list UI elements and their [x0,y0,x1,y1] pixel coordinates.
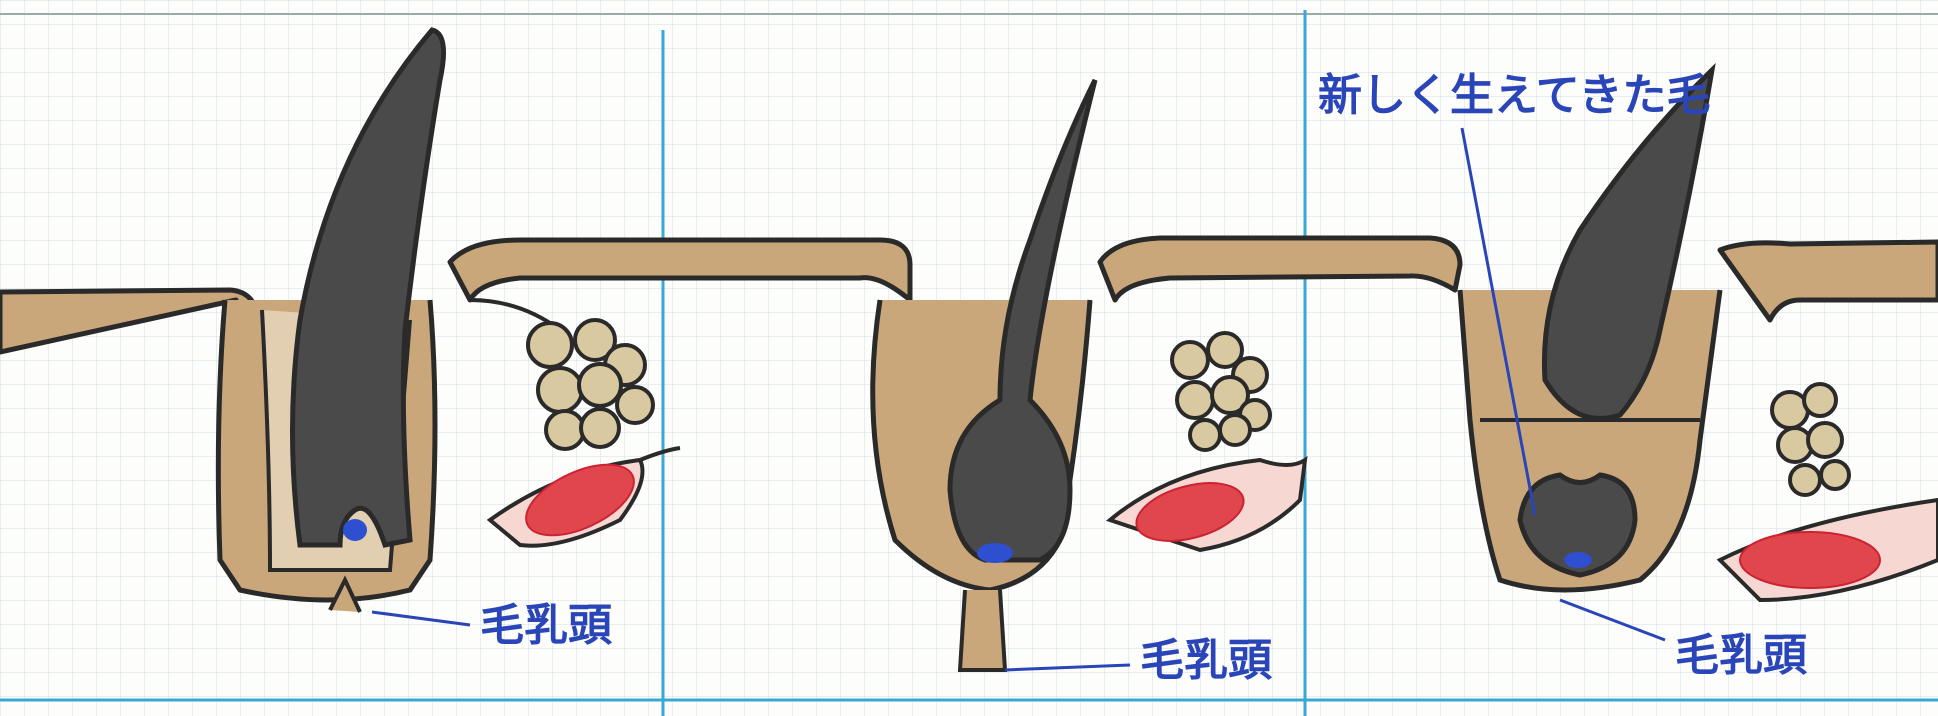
panel2-papilla [977,543,1013,563]
panel1-papilla [343,519,367,541]
panel3-papilla-label: 毛乳頭 [1675,630,1808,681]
panel1-papilla-label: 毛乳頭 [480,600,613,651]
panel3-papilla [1564,552,1592,568]
panel2-papilla-label: 毛乳頭 [1140,635,1273,686]
panel3-muscle [1740,532,1880,588]
panel3-new-hair-label: 新しく生えてきた毛 [1318,70,1710,121]
